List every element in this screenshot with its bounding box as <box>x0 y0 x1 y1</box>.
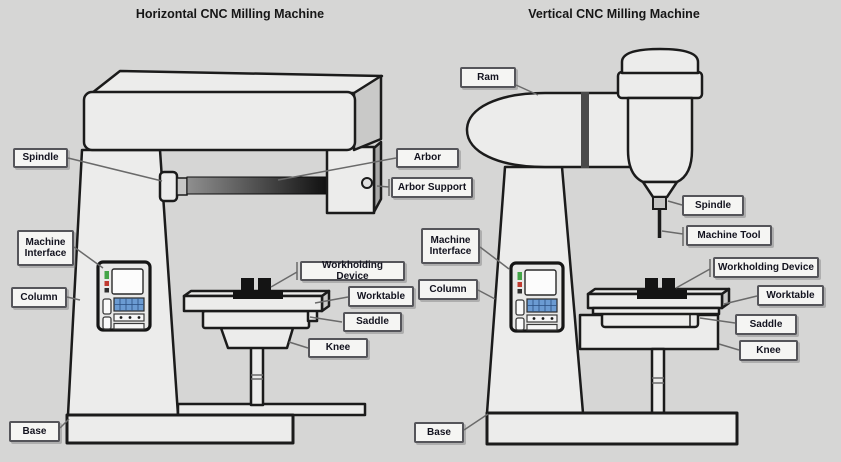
h-arbor-support-label: Arbor Support <box>391 177 473 198</box>
h-workholding-leader <box>270 262 298 288</box>
v-workholding-leader <box>675 259 711 289</box>
h-machine-interface-label: Machine Interface <box>17 230 74 266</box>
v-ram-shape <box>465 91 632 169</box>
v-knee-stand <box>650 347 666 415</box>
h-knee-stand <box>249 345 265 407</box>
h-column-leader <box>66 296 81 301</box>
h-knee-label: Knee <box>308 338 368 358</box>
v-knee-leader <box>718 343 740 351</box>
v-ram-leader <box>515 84 539 96</box>
h-table-plate <box>176 402 367 417</box>
v-ram-label: Ram <box>460 67 516 88</box>
h-base-leader <box>59 418 70 429</box>
v-base-label: Base <box>414 422 464 443</box>
h-base-label: Base <box>9 421 60 442</box>
v-saddle-label: Saddle <box>735 314 797 335</box>
h-spindle-shape <box>158 170 179 203</box>
v-worktable-label: Worktable <box>757 285 824 306</box>
left-diagram-title: Horizontal CNC Milling Machine <box>135 7 325 21</box>
v-base-shape <box>485 411 739 446</box>
v-saddle-leader <box>699 317 736 324</box>
v-base-leader <box>463 413 489 431</box>
v-machine-tool-leader <box>661 227 684 246</box>
v-machine-interface-leader <box>479 246 510 270</box>
horizontal-machine-drawing <box>65 69 384 445</box>
v-machine-interface-label: Machine Interface <box>421 228 480 264</box>
h-worktable-leader <box>314 296 349 304</box>
h-overarm-shape <box>82 90 357 152</box>
v-workholding-device-label: Workholding Device <box>713 257 819 278</box>
v-spindle-shape <box>652 196 667 210</box>
h-spindle-leader <box>67 157 163 182</box>
right-diagram-title: Vertical CNC Milling Machine <box>528 7 700 21</box>
h-workholding-device-label: Workholding Device <box>300 260 405 282</box>
h-arbor-leader <box>277 157 397 181</box>
v-head-collar <box>616 70 704 100</box>
h-knee-leader <box>288 341 309 349</box>
v-head-dome <box>620 47 700 75</box>
v-spindle-taper <box>641 180 679 199</box>
h-spindle-label: Spindle <box>13 148 68 168</box>
v-worktable-leader <box>723 295 758 305</box>
h-workholding-shape <box>233 278 283 299</box>
h-overarm-top <box>90 69 384 95</box>
h-machine-interface-panel <box>96 260 152 332</box>
h-saddle-leader <box>309 316 343 323</box>
v-spindle-label: Spindle <box>682 195 744 216</box>
v-knee-label: Knee <box>739 340 798 361</box>
h-saddle-label: Saddle <box>343 312 402 332</box>
leader-lines <box>59 84 758 431</box>
v-worktable-lip <box>591 306 721 316</box>
h-worktable-label: Worktable <box>348 286 414 307</box>
h-arbor-support-leader <box>376 179 390 196</box>
v-spindle-leader <box>667 200 683 206</box>
h-base-shape <box>65 413 295 445</box>
h-arbor-shape <box>186 176 331 195</box>
h-machine-interface-leader <box>73 246 104 269</box>
v-column-label: Column <box>418 279 478 300</box>
h-column-label: Column <box>11 287 67 308</box>
v-machine-tool-label: Machine Tool <box>686 225 772 246</box>
v-machine-interface-panel <box>509 261 565 333</box>
h-knee-shape <box>219 326 295 350</box>
v-ram-band <box>581 92 589 168</box>
v-head-cylinder <box>626 96 694 184</box>
v-column-leader <box>477 289 496 300</box>
vertical-machine-drawing <box>465 47 739 446</box>
h-arbor-label: Arbor <box>396 148 459 168</box>
h-saddle-shape <box>201 309 311 330</box>
